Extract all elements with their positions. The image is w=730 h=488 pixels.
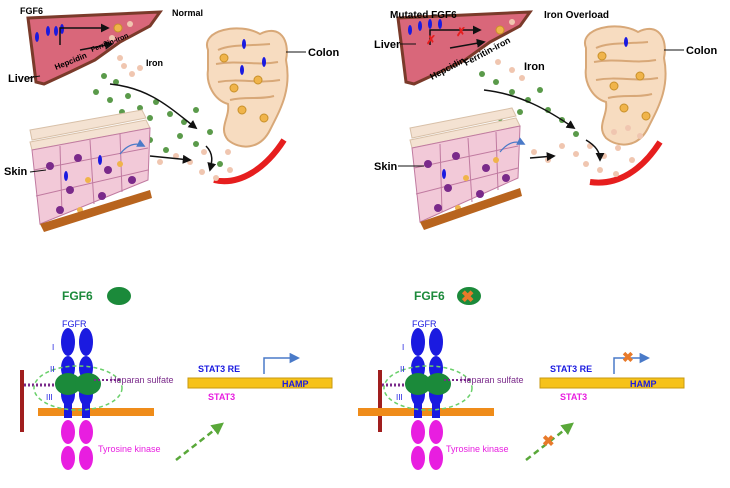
hamp-label-right: HAMP bbox=[630, 379, 657, 389]
domain-I-left: I bbox=[52, 343, 54, 352]
fgfr-receptor-left bbox=[61, 328, 93, 418]
skin-tissue-overload bbox=[409, 107, 522, 230]
domain-III-left: III bbox=[46, 393, 53, 402]
iron-label: Iron bbox=[146, 58, 163, 68]
tyrosine-kinase-left bbox=[61, 420, 93, 470]
fgf6-label: FGF6 bbox=[20, 6, 43, 16]
hamp-gene-left bbox=[187, 377, 333, 389]
skin-tissue bbox=[29, 109, 152, 232]
stat3re-label-right: STAT3 RE bbox=[550, 364, 592, 374]
stat3-label-left: STAT3 bbox=[208, 392, 235, 402]
inhibit-x-transcription: ✖ bbox=[622, 349, 634, 365]
tyrosine-kinase-right bbox=[411, 420, 443, 470]
domain-I-right: I bbox=[402, 343, 404, 352]
normal-panel: FGF6 Normal Liver Hepcidin Ferritin-iron… bbox=[4, 6, 339, 232]
colon-label-overload: Colon bbox=[686, 45, 717, 57]
normal-title: Normal bbox=[172, 8, 203, 18]
hamp-label-left: HAMP bbox=[282, 379, 309, 389]
heparan-label-right: Heparan sulfate bbox=[460, 375, 524, 385]
colon-shape-overload bbox=[583, 25, 667, 146]
tyrosine-label-left: Tyrosine kinase bbox=[98, 444, 161, 454]
domain-II-left: II bbox=[50, 365, 54, 374]
hamp-gene-right bbox=[539, 377, 685, 389]
ferritin-arrow bbox=[79, 40, 114, 51]
fgf6-molecules-overload bbox=[408, 19, 442, 35]
mutated-fgf6-label: Mutated FGF6 bbox=[390, 10, 457, 21]
stat3re-label-left: STAT3 RE bbox=[198, 364, 240, 374]
inhibit-mark: ✗ bbox=[426, 33, 436, 47]
domain-III-right: III bbox=[396, 393, 403, 402]
liver-label-overload: Liver bbox=[374, 39, 401, 51]
binding-region-left bbox=[33, 365, 123, 411]
colon-shape bbox=[205, 27, 289, 148]
skin-label: Skin bbox=[4, 166, 28, 178]
fgfr-receptor-right bbox=[411, 328, 443, 418]
fgf6-ligand-left bbox=[107, 287, 131, 305]
iron-label-overload: Iron bbox=[524, 61, 545, 73]
fgf6-title-right: FGF6 bbox=[414, 289, 445, 303]
signaling-right: FGF6 ✖ FGFR I II III Heparan sulfate Tyr… bbox=[358, 287, 685, 470]
transcription-arrow-left bbox=[263, 352, 301, 374]
skin-label-overload: Skin bbox=[374, 161, 398, 173]
signaling-left: FGF6 FGFR I II III Heparan sulfate Tyros… bbox=[20, 287, 333, 470]
tyrosine-label-right: Tyrosine kinase bbox=[446, 444, 509, 454]
fgfr-label-left: FGFR bbox=[62, 319, 87, 329]
stat3-label-right: STAT3 bbox=[560, 392, 587, 402]
colon-wall bbox=[213, 138, 287, 185]
hepcidin-arrow bbox=[59, 23, 110, 45]
transcription-arrow-right bbox=[613, 352, 651, 374]
heparan-label-left: Heparan sulfate bbox=[110, 375, 174, 385]
fgf6-molecules bbox=[35, 24, 64, 42]
fgf6-ligand-right bbox=[457, 287, 481, 305]
fgfr-label-right: FGFR bbox=[412, 319, 437, 329]
fgf6-bound-left bbox=[55, 373, 101, 395]
fgf6-bound-right bbox=[405, 373, 451, 395]
colon-label: Colon bbox=[308, 47, 339, 59]
inhibit-mark-2: ✗ bbox=[456, 25, 466, 39]
liver-ferritin-dots bbox=[109, 21, 133, 41]
overload-title: Iron Overload bbox=[544, 10, 609, 21]
inhibit-x-fgf6: ✖ bbox=[461, 289, 474, 306]
signal-arrow-left bbox=[175, 422, 224, 461]
domain-II-right: II bbox=[400, 365, 404, 374]
overload-panel: ✗ ✗ Mutated FGF6 Iron Overload Liver Hep… bbox=[374, 10, 717, 230]
colon-wall-overload bbox=[589, 140, 663, 186]
liver-label: Liver bbox=[8, 73, 35, 85]
fgf6-title-left: FGF6 bbox=[62, 289, 93, 303]
binding-region-right bbox=[383, 365, 473, 411]
inhibit-x-signal: ✖ bbox=[542, 433, 555, 450]
